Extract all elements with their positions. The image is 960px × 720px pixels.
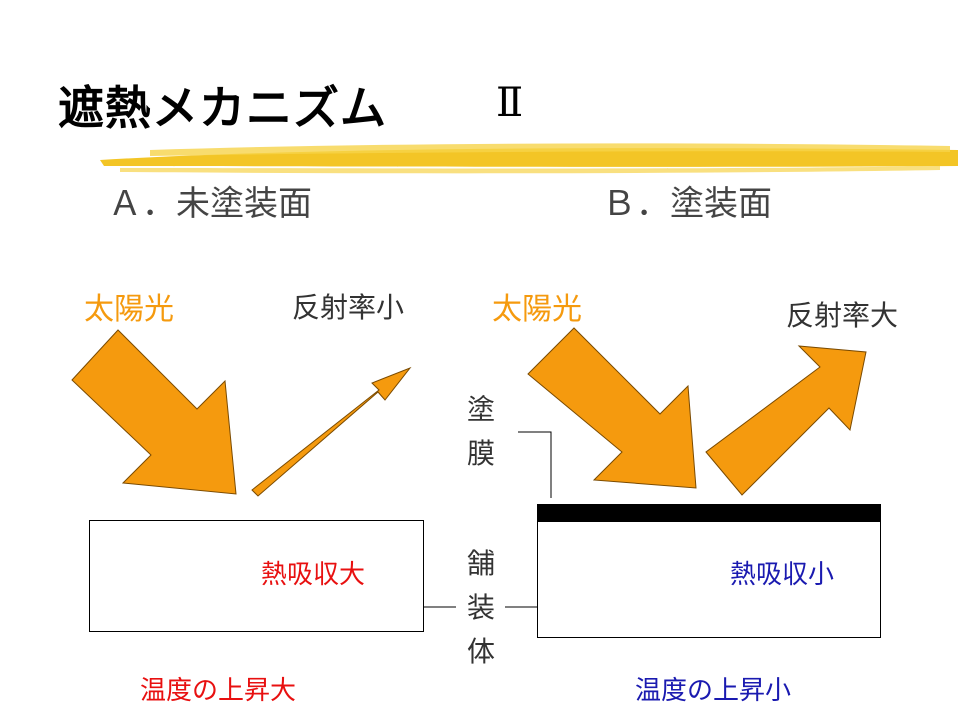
coating-layer	[537, 504, 881, 521]
heat-absorption-low-label: 熱吸収小	[730, 560, 835, 590]
temperature-rise-high-label: 温度の上昇大	[140, 676, 297, 706]
pavement-callout-label: 舗 装 体	[464, 542, 498, 674]
coating-char-2: 膜	[466, 437, 495, 470]
coating-leader-line	[518, 431, 552, 498]
temperature-rise-low-label: 温度の上昇小	[635, 676, 792, 706]
sunlight-label-b: 太陽光	[492, 292, 582, 327]
heading-uncoated: Ａ．未塗装面	[108, 184, 312, 224]
reflectance-high-label: 反射率大	[786, 299, 899, 332]
sunlight-arrow-b	[527, 327, 697, 489]
sunlight-arrow-a	[71, 329, 237, 495]
pavement-char-1: 舗	[466, 547, 495, 580]
heading-coated: Ｂ．塗装面	[602, 184, 772, 224]
coating-callout-label: 塗 膜	[464, 388, 498, 476]
reflectance-low-label: 反射率小	[292, 291, 405, 324]
title-underline-stroke	[100, 143, 958, 174]
slide-title: 遮熱メカニズム	[58, 81, 387, 135]
pavement-char-2: 装	[466, 591, 495, 624]
sunlight-label-a: 太陽光	[84, 292, 174, 327]
uncoated-pavement-box	[89, 520, 424, 632]
coating-char-1: 塗	[466, 393, 495, 426]
coated-pavement-box	[537, 521, 881, 638]
slide-title-numeral: Ⅱ	[496, 80, 524, 126]
pavement-char-3: 体	[466, 635, 495, 668]
reflected-arrow-small	[251, 366, 412, 497]
reflected-arrow-large	[705, 345, 867, 496]
heat-absorption-high-label: 熱吸収大	[261, 560, 366, 590]
